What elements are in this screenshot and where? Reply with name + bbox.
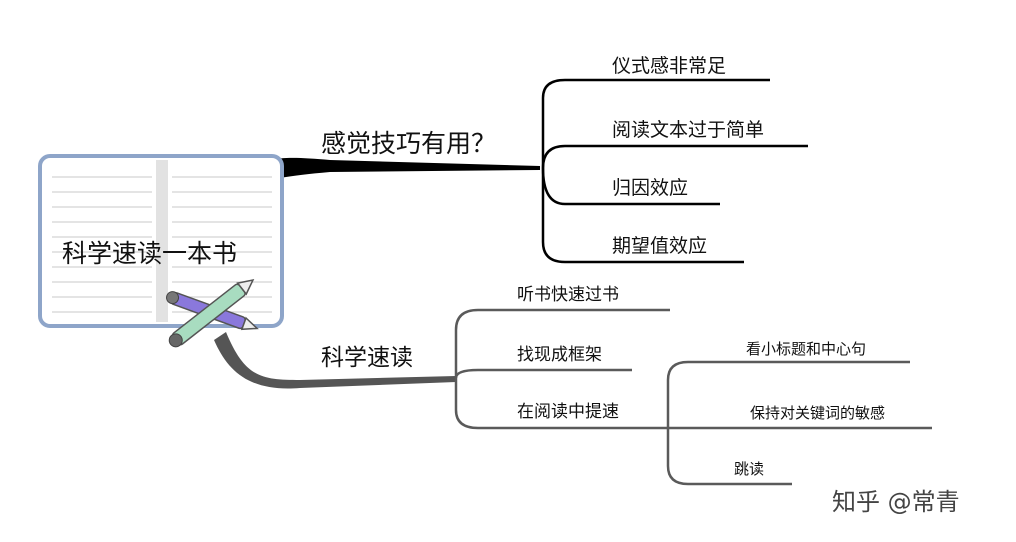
branch-1-connector bbox=[245, 157, 540, 182]
branch-1-leaf-2: 阅读文本过于简单 bbox=[612, 119, 764, 141]
branch-2-connector bbox=[214, 332, 456, 389]
notebook-icon bbox=[38, 154, 284, 328]
branch-2-leaf-3: 在阅读中提速 bbox=[517, 402, 619, 422]
branch-1-leaf-4: 期望值效应 bbox=[612, 235, 707, 257]
branch-2-label: 科学速读 bbox=[321, 345, 413, 371]
branch-1-leaf-lines bbox=[541, 78, 808, 264]
sub-leaf-1: 看小标题和中心句 bbox=[746, 340, 866, 358]
sub-leaf-2: 保持对关键词的敏感 bbox=[750, 404, 885, 422]
watermark: 知乎 @常青 bbox=[832, 488, 960, 516]
branch-2-leaf-2: 找现成框架 bbox=[517, 345, 602, 365]
pencil-icon bbox=[166, 278, 259, 348]
branch-2-leaf-lines bbox=[454, 308, 670, 430]
branch-1-label: 感觉技巧有用？ bbox=[321, 129, 496, 158]
sub-branch-leaf-lines bbox=[666, 360, 932, 486]
central-topic: 科学速读一本书 bbox=[62, 239, 237, 268]
branch-1-leaf-1: 仪式感非常足 bbox=[612, 55, 726, 77]
branch-1-leaf-3: 归因效应 bbox=[612, 177, 688, 199]
sub-leaf-3: 跳读 bbox=[734, 460, 764, 478]
branch-2-leaf-1: 听书快速过书 bbox=[517, 285, 619, 305]
